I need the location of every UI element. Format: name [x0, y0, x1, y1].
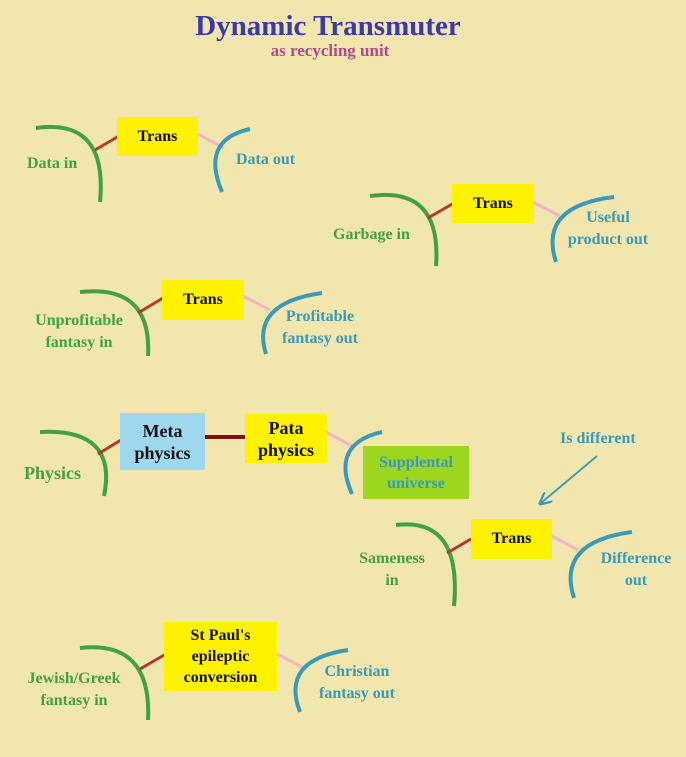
transmuter-box-garbage: Trans: [452, 184, 534, 223]
input-line: Sameness: [359, 550, 425, 567]
input-line: fantasy in: [45, 334, 113, 351]
output-arc-garbage: [550, 195, 615, 263]
supplental-universe-box: Supplental universe: [363, 446, 469, 499]
output-arc-jewish-greek: [293, 648, 349, 713]
output-line: Difference: [600, 550, 672, 567]
input-arc-garbage: [369, 192, 439, 267]
conversion-box: St Paul's epileptic conversion: [164, 622, 277, 691]
output-wire-garbage: [532, 200, 561, 218]
input-line: Jewish/Greek: [27, 670, 121, 687]
transmuter-label: Trans: [491, 530, 532, 547]
conversion-line: conversion: [183, 669, 258, 686]
conversion-line: epileptic: [191, 648, 250, 665]
input-label-data: Data in: [27, 155, 78, 172]
input-label-garbage: Garbage in: [333, 226, 410, 243]
output-label-unprofitable: Profitable fantasy out: [266, 306, 374, 350]
output-label-garbage: Useful product out: [552, 207, 664, 251]
output-line: Christian: [324, 663, 390, 680]
transmuter-box-data: Trans: [117, 117, 198, 156]
output-line: fantasy out: [318, 685, 395, 702]
input-wire-jewish-greek: [139, 652, 167, 671]
input-label-sameness: Sameness in: [345, 548, 439, 592]
output-label-data: Data out: [236, 151, 296, 168]
input-wire-sameness: [446, 537, 472, 555]
transmuter-box-sameness: Trans: [471, 519, 552, 559]
transmuter-label: Trans: [473, 194, 513, 212]
input-wire-unprofitable: [137, 296, 164, 315]
output-wire-sameness: [551, 534, 579, 552]
transmuter-label: Trans: [137, 127, 178, 145]
input-wire-data: [94, 134, 120, 152]
input-line: in: [385, 572, 399, 589]
metaphysics-line: physics: [134, 442, 191, 463]
output-wire-unprofitable: [242, 294, 271, 312]
pataphysics-line: Pata: [268, 417, 304, 438]
input-label-unprofitable: Unprofitable fantasy in: [20, 310, 138, 354]
supplental-line: Supplental: [379, 453, 453, 471]
pataphysics-line: physics: [257, 439, 315, 460]
output-line: Useful: [586, 209, 630, 226]
input-wire-physics: [97, 438, 122, 456]
input-arc-sameness: [395, 522, 457, 607]
transmuter-box-unprofitable: Trans: [162, 280, 244, 320]
input-arc-jewish-greek: [79, 645, 151, 721]
output-arc-pata: [343, 430, 383, 495]
output-arc-data: [213, 127, 251, 193]
pataphysics-box: Pata physics: [245, 414, 327, 463]
transmuter-label: Trans: [183, 291, 223, 308]
annotation-label: Is different: [560, 430, 636, 447]
output-line: Profitable: [285, 308, 355, 325]
output-line: fantasy out: [281, 330, 358, 347]
input-arc-data: [35, 124, 103, 203]
input-line: fantasy in: [40, 692, 108, 709]
page-subtitle: as recycling unit: [270, 41, 390, 60]
output-label-sameness: Difference out: [590, 548, 682, 592]
output-label-jewish-greek: Christian fantasy out: [304, 661, 410, 705]
input-label-physics: Physics: [24, 463, 82, 483]
metaphysics-line: Meta: [142, 420, 183, 441]
input-arc-physics: [39, 429, 109, 497]
input-arc-unprofitable: [79, 289, 151, 357]
output-arc-unprofitable: [261, 291, 323, 355]
annotation-arrow: [541, 455, 598, 503]
output-wire-jewish-greek: [276, 652, 305, 670]
metaphysics-box: Meta physics: [120, 413, 205, 470]
output-arc-sameness: [568, 530, 633, 599]
input-line: Unprofitable: [35, 312, 123, 329]
input-wire-garbage: [427, 201, 455, 220]
page-title: Dynamic Transmuter: [195, 10, 461, 42]
output-line: out: [624, 572, 648, 589]
output-wire-pata: [325, 430, 353, 448]
input-label-jewish-greek: Jewish/Greek fantasy in: [12, 668, 136, 712]
output-line: product out: [567, 231, 649, 248]
supplental-line: universe: [387, 474, 445, 492]
conversion-line: St Paul's: [190, 627, 251, 644]
